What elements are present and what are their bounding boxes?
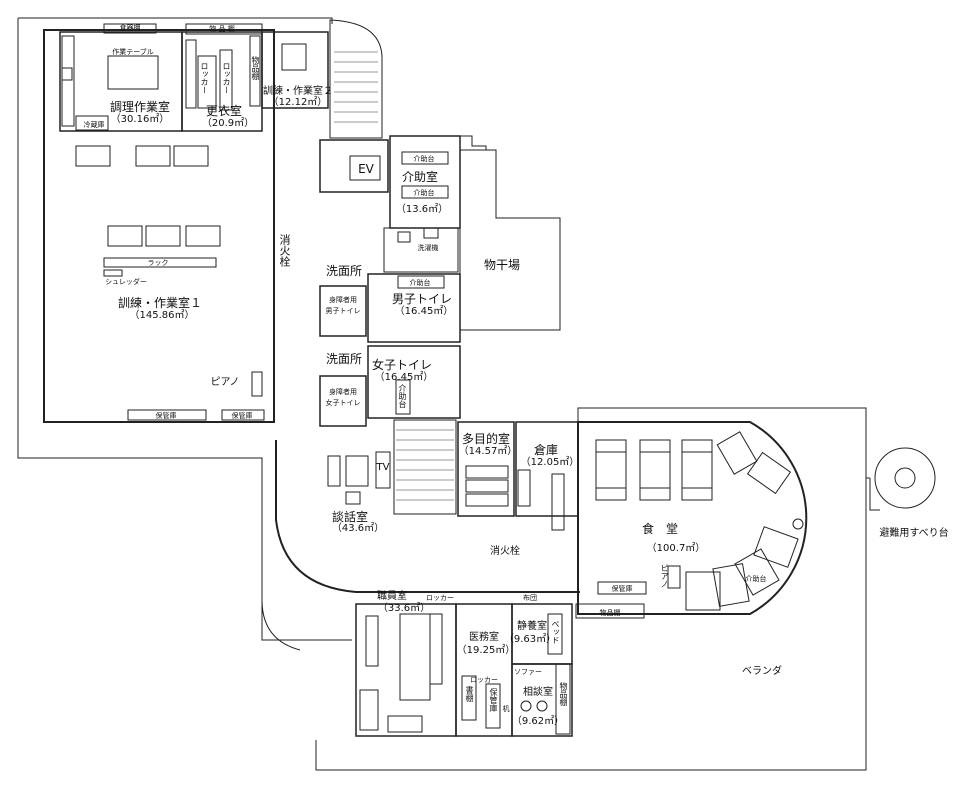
dining-tables [595, 439, 713, 501]
womens-toilet-wall [367, 345, 461, 419]
label-kaijo-1: 介助台 [413, 155, 435, 163]
label-hokan-1: 保管庫 [155, 412, 177, 420]
multipurpose-room-wall [457, 421, 515, 517]
mens-toilet-wall [367, 273, 461, 343]
label-locker-v2: ロッカー [222, 62, 231, 94]
label-shodana: 書棚 [465, 686, 474, 702]
medical-room-wall [455, 603, 513, 737]
label-kaijo-3: 介助台 [409, 279, 431, 287]
escape-slide [866, 447, 936, 511]
label-sofa: ソファー [514, 668, 542, 676]
veranda-name: ベランダ [742, 666, 782, 677]
accessible-toilet-m [319, 285, 367, 337]
talk-room-area: （43.6㎡） [331, 523, 385, 534]
label-bed: ベッド [551, 620, 560, 644]
care-room-area: （13.6㎡） [395, 204, 449, 215]
medical-room-area: （19.25㎡） [456, 645, 516, 656]
accessible-f-line1: 身障者用 [329, 388, 357, 396]
label-buppin-dining: 物品棚 [599, 609, 621, 617]
training-room-2-name: 訓練・作業室２ [263, 86, 333, 97]
label-kaijo-2: 介助台 [413, 189, 435, 197]
label-buppin-consult: 物品棚 [559, 682, 568, 706]
womens-toilet-area: （16.45㎡） [374, 372, 434, 383]
drying-yard-name: 物干場 [483, 258, 521, 272]
label-desk: 机 [502, 705, 510, 713]
multipurpose-room-name: 多目的室 [461, 432, 511, 446]
label-futon: 布団 [523, 594, 537, 602]
accessible-m-line1: 身障者用 [329, 296, 357, 304]
storehouse-wall [515, 421, 579, 517]
cooking-room-area: （30.16㎡） [110, 114, 170, 125]
staff-room-name: 職員室 [377, 591, 407, 602]
locker-room-area: （20.9㎡） [201, 118, 255, 129]
care-room-name: 介助室 [401, 170, 439, 184]
accessible-f-line2: 女子トイレ [325, 399, 361, 407]
storehouse-name: 倉庫 [533, 443, 559, 457]
label-kaijo-5: 介助台 [745, 575, 767, 583]
stair-south [393, 419, 457, 515]
dining-hall-outline [577, 421, 808, 615]
label-buppin-top: 物 品 棚 [209, 25, 235, 33]
accessible-m-line2: 男子トイレ [325, 307, 361, 315]
label-tv: TV [376, 462, 390, 473]
training-room-1-name: 訓練・作業室１ [117, 296, 203, 310]
label-fridge: 冷蔵庫 [83, 121, 105, 129]
label-piano-2: ピアノ [660, 564, 669, 588]
label-locker-staff: ロッカー [426, 594, 454, 602]
label-locker-v: ロッカー [200, 62, 209, 94]
staff-room-area: （33.6㎡） [377, 603, 431, 614]
dining-hall-area: （100.7㎡） [646, 543, 706, 554]
label-washer: 洗濯機 [417, 244, 439, 252]
rest-room-area: （9.63㎡） [503, 634, 557, 645]
consult-room-area: （9.62㎡） [511, 716, 565, 727]
label-hokan-2: 保管庫 [231, 412, 253, 420]
rest-room-name: 静養室 [517, 621, 547, 632]
elevator-shaft [319, 139, 389, 193]
label-shokki: 食器棚 [119, 24, 141, 32]
stair-north [329, 19, 383, 139]
washroom-2-name: 洗面所 [325, 352, 363, 366]
mens-toilet-area: （16.45㎡） [394, 306, 454, 317]
medical-room-name: 医務室 [469, 632, 499, 643]
training-room-1-tables [75, 145, 265, 421]
hydrant-label-1: 消火栓 [278, 234, 291, 267]
label-piano-1: ピアノ [210, 377, 240, 388]
label-worktable: 作業テーブル [112, 48, 154, 56]
hydrant-label-2: 消火栓 [490, 546, 520, 557]
training-room-2-wall [261, 31, 329, 109]
veranda-outline [315, 407, 867, 771]
storehouse-area: （12.05㎡） [520, 457, 580, 468]
talk-room-curve [275, 440, 580, 593]
label-buppin-v: 物品棚 [251, 56, 260, 80]
locker-room-name: 更衣室 [205, 104, 243, 118]
dining-hall-name: 食 堂 [641, 522, 679, 536]
accessible-toilet-f [319, 375, 367, 427]
womens-toilet-name: 女子トイレ [371, 358, 433, 372]
talk-room-name: 談話室 [331, 510, 369, 524]
consult-room-name: 相談室 [523, 687, 553, 698]
label-kaijo-4: 介助台 [398, 384, 407, 408]
label-ev: EV [358, 162, 374, 176]
slide-name: 避難用すべり台 [879, 528, 949, 539]
corridor-east-wall [261, 130, 301, 651]
label-hokan-med: 保管庫 [489, 688, 498, 712]
multipurpose-room-area: （14.57㎡） [458, 446, 518, 457]
training-room-2-area: （12.12㎡） [268, 97, 328, 108]
consult-room-wall [511, 663, 573, 737]
outer-balcony-outline [17, 17, 352, 641]
drying-yard-outline [459, 149, 561, 331]
label-shredder: シュレッダー [105, 278, 147, 286]
mens-toilet-name: 男子トイレ [391, 292, 453, 306]
label-hokan-3: 保管庫 [611, 585, 633, 593]
label-rack: ラック [147, 259, 169, 267]
label-locker-med: ロッカー [470, 676, 498, 684]
training-room-1-area: （145.86㎡） [129, 310, 195, 321]
washroom-1-name: 洗面所 [325, 264, 363, 278]
cooking-room-name: 調理作業室 [109, 100, 171, 114]
